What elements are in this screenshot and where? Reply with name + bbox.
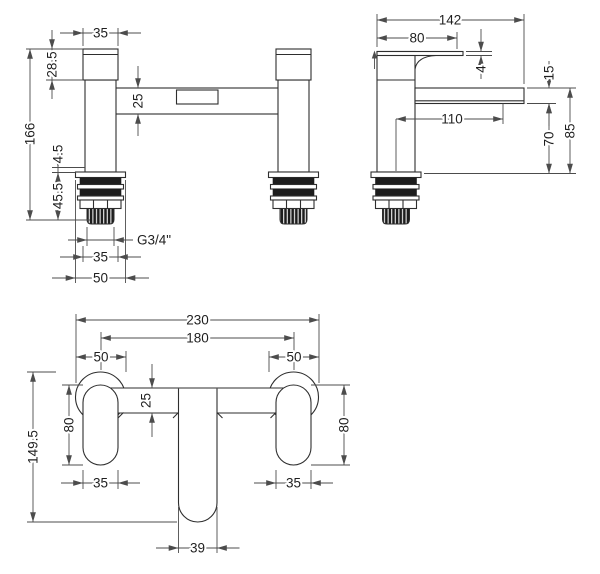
side-lever-arrow-icon [371,50,378,69]
svg-text:25: 25 [131,93,146,108]
front-dim-overall-height: 166 [21,48,90,221]
plan-dim-left-body-width: 35 [61,470,140,493]
front-dim-deck-gap: 4.5 [49,143,85,173]
plan-spout [177,388,218,523]
front-dim-handle-height: 28.5 [43,30,83,99]
front-bar-plate [175,89,219,105]
side-dim-handle-length: 80 [377,29,458,49]
front-right-tail [267,171,320,225]
plan-dim-left-offset: 50 [76,348,127,372]
front-view: 35 28.5 166 25 4.5 [21,24,320,288]
svg-text:39: 39 [190,541,205,556]
svg-text:180: 180 [186,331,209,346]
svg-text:166: 166 [23,123,38,146]
svg-text:4.5: 4.5 [51,145,66,164]
svg-text:50: 50 [286,350,301,365]
svg-text:50: 50 [93,350,108,365]
plan-dim-overall-width: 230 [75,311,320,383]
front-dim-bar-height: 25 [129,66,148,136]
side-spout [414,87,525,105]
plan-dim-tap-centres: 180 [100,329,295,370]
side-handle-curve [414,54,437,70]
plan-right-body [275,384,312,466]
svg-text:80: 80 [62,417,77,432]
svg-text:35: 35 [93,476,108,491]
svg-text:35: 35 [286,476,301,491]
plan-dim-overall-depth: 149.5 [24,371,177,523]
svg-text:45.5: 45.5 [51,183,66,209]
front-dim-top-width: 35 [60,24,141,46]
front-left-tail [74,171,127,225]
plan-dim-right-offset: 50 [268,348,319,372]
front-left-handle [82,48,119,81]
side-handle-lever [376,50,464,57]
plan-dim-right-body-length: 80 [311,384,354,466]
side-dim-spout-thickness: 15 [527,61,576,126]
svg-text:85: 85 [563,123,578,138]
front-dim-tail-length: 45.5 [49,172,68,220]
plan-dim-right-body-width: 35 [254,470,333,493]
svg-text:80: 80 [409,31,424,46]
front-dim-body-width: 35 [60,246,141,267]
svg-text:142: 142 [439,13,462,28]
plan-dim-left-body-length: 80 [60,384,83,466]
svg-text:G3/4": G3/4" [137,233,171,248]
side-dim-spout-top: 85 [561,88,580,174]
front-dim-thread-size: G3/4" [68,227,173,250]
side-dim-overall-depth: 142 [376,11,525,84]
svg-text:28.5: 28.5 [45,51,60,77]
svg-text:230: 230 [186,313,209,328]
svg-text:80: 80 [337,417,352,432]
side-tail [370,171,422,225]
front-left-body [84,79,117,173]
svg-text:4: 4 [474,65,489,73]
plan-dim-spout-width: 39 [156,507,240,558]
svg-text:35: 35 [93,250,108,265]
front-right-handle [275,48,312,81]
side-dim-spout-underside: 70 [424,103,576,174]
front-right-body [277,79,310,173]
plan-left-body [82,384,119,466]
plan-spout-fill [178,388,217,522]
svg-text:110: 110 [441,112,463,127]
side-view: 142 80 4 15 70 [370,11,580,225]
svg-text:35: 35 [93,26,108,41]
plan-view: 230 180 50 50 25 [24,311,354,558]
side-dim-spout-reach: 110 [395,103,504,171]
plan-dim-bar-depth: 25 [137,364,156,437]
svg-text:149.5: 149.5 [26,430,41,464]
front-dim-flange-width: 50 [52,180,149,288]
svg-text:70: 70 [542,131,557,146]
side-dim-handle-thickness: 4 [466,29,492,79]
svg-text:25: 25 [139,393,154,408]
svg-text:50: 50 [93,271,108,286]
svg-text:15: 15 [542,65,557,80]
